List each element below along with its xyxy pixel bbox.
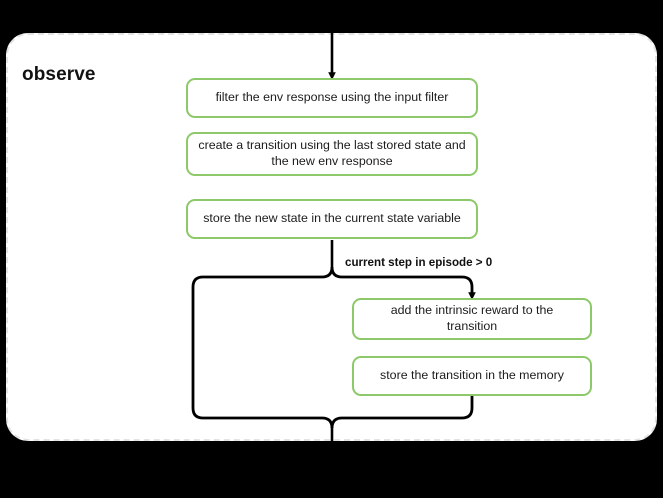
node-label: filter the env response using the input …: [215, 90, 449, 105]
node-create-transition[interactable]: create a transition using the last store…: [186, 132, 478, 176]
node-label: store the new state in the current state…: [203, 211, 461, 226]
edge-label-current-step-condition: current step in episode > 0: [345, 256, 493, 269]
node-label: store the transition in the memory: [380, 368, 564, 383]
node-filter-env-response[interactable]: filter the env response using the input …: [186, 78, 478, 118]
subgraph-title-observe: observe: [22, 64, 96, 85]
node-store-transition-memory[interactable]: store the transition in the memory: [352, 356, 592, 396]
node-label: add the intrinsic reward to the transiti…: [390, 303, 554, 333]
node-label: create a transition using the last store…: [198, 138, 466, 168]
node-add-intrinsic-reward[interactable]: add the intrinsic reward to the transiti…: [352, 298, 592, 340]
node-store-new-state[interactable]: store the new state in the current state…: [186, 199, 478, 239]
